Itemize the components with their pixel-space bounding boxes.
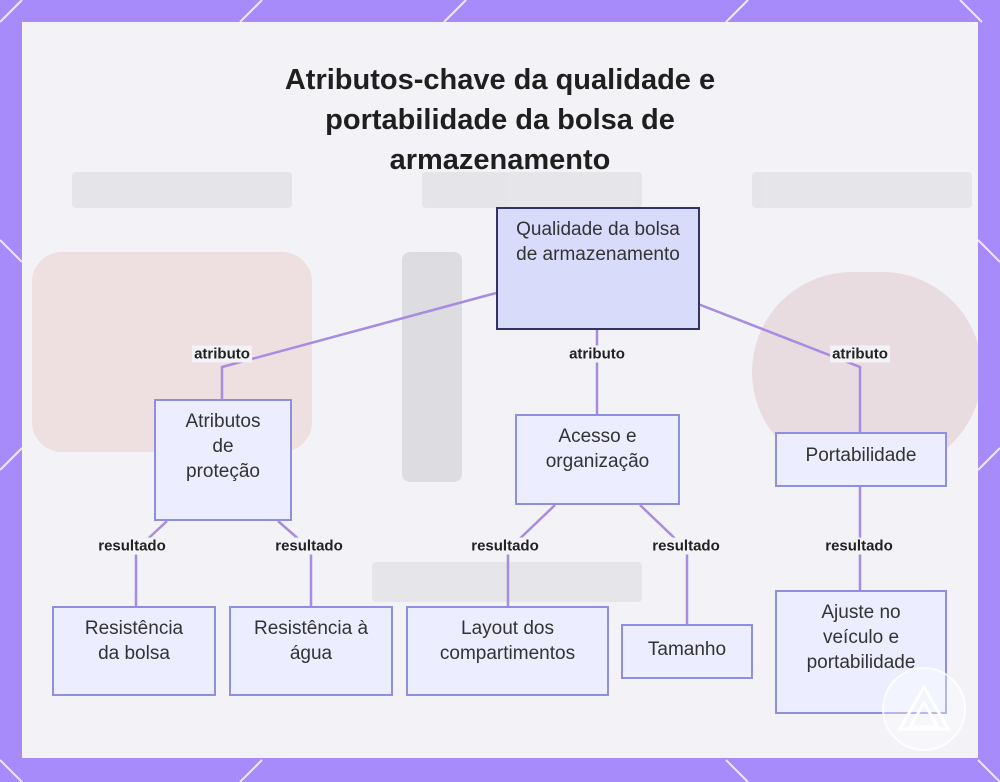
edge-label-resultado: resultado (273, 538, 345, 555)
edge-label-resultado: resultado (469, 538, 541, 555)
edge-acesso-tamanho (640, 505, 687, 624)
node-protection-attributes: Atributos de proteção (154, 399, 292, 521)
edge-protecao-resistencia-bolsa (136, 521, 167, 606)
node-bag-resistance: Resistência da bolsa (52, 606, 216, 696)
edge-label-atributo: atributo (567, 346, 627, 363)
edge-label-resultado: resultado (650, 538, 722, 555)
edge-label-resultado: resultado (96, 538, 168, 555)
edge-root-protecao (222, 293, 496, 399)
edge-label-atributo: atributo (192, 346, 252, 363)
triangle-logo-icon (882, 667, 966, 751)
node-root-quality: Qualidade da bolsa de armazenamento (496, 207, 700, 330)
diagram-canvas: Atributos-chave da qualidade e portabili… (22, 22, 978, 758)
edge-acesso-layout (508, 505, 555, 606)
edge-protecao-resistencia-agua (278, 521, 311, 606)
edge-label-resultado: resultado (823, 538, 895, 555)
node-water-resistance: Resistência à água (229, 606, 393, 696)
node-compartment-layout: Layout dos compartimentos (406, 606, 609, 696)
edge-label-atributo: atributo (830, 346, 890, 363)
edge-root-portabilidade (698, 304, 860, 432)
node-portability: Portabilidade (775, 432, 947, 487)
node-access-organization: Acesso e organização (515, 414, 680, 505)
node-size: Tamanho (621, 624, 753, 679)
